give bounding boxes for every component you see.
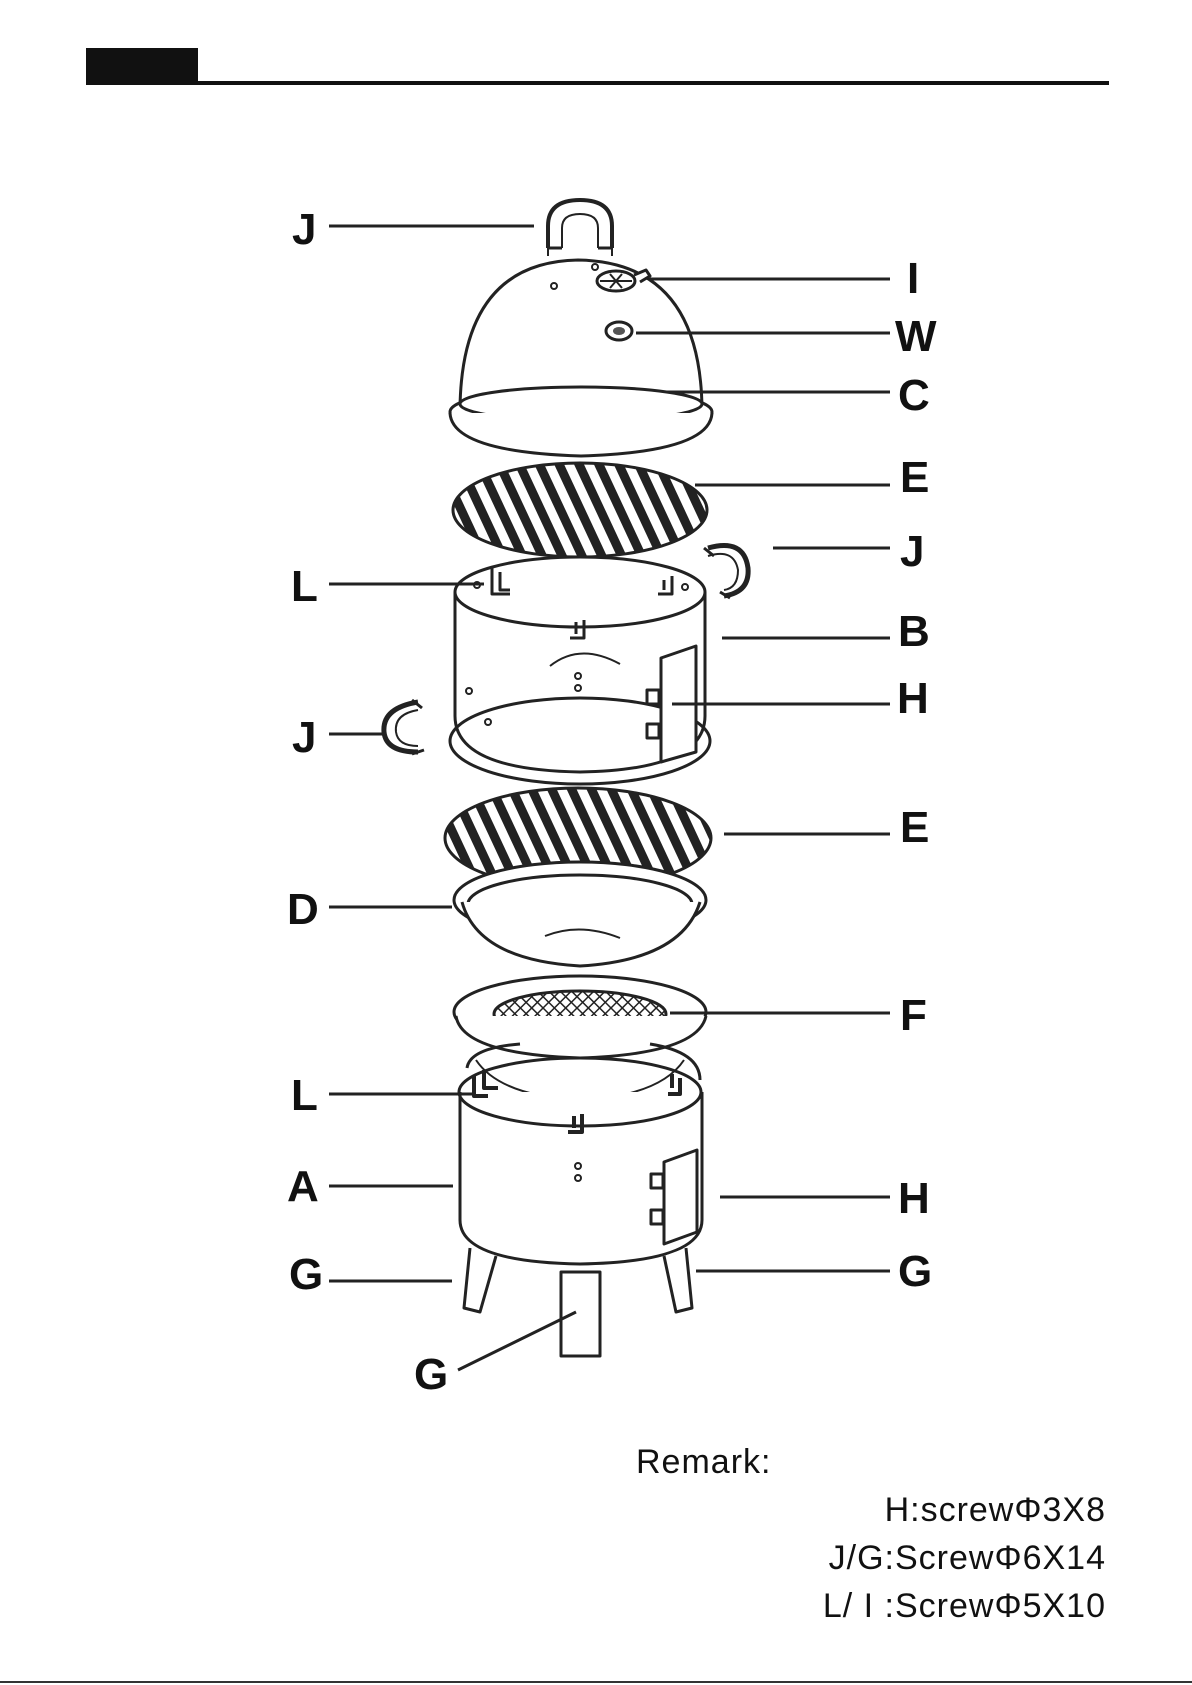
label-g-right: G [898,1247,932,1296]
label-d: D [287,885,319,934]
label-g-front: G [414,1350,448,1399]
label-b: B [898,607,930,656]
side-handle-left [384,700,424,754]
label-j-right: J [900,527,924,576]
label-w: W [895,312,937,361]
label-i: I [907,254,919,303]
label-e-bottom: E [900,803,929,852]
label-h-top: H [897,674,929,723]
remark-title: Remark: [636,1442,771,1482]
lid [450,260,712,456]
remark-line-jg: J/G:ScrewΦ6X14 [829,1538,1106,1578]
label-h-bottom: H [898,1174,930,1223]
label-a: A [287,1162,319,1211]
label-c: C [898,371,930,420]
label-l-bottom: L [291,1071,318,1120]
charcoal-grate-ring [454,976,706,1100]
top-handle [548,200,612,256]
side-handle-right [704,546,748,599]
label-g-left: G [289,1250,323,1299]
label-f: F [900,991,927,1040]
thermometer-w [606,322,632,340]
footer-rule [0,1681,1192,1683]
leg-right [664,1248,692,1312]
leg-left [464,1248,496,1312]
cooking-grate-top [453,463,707,557]
label-j-top: J [292,205,316,254]
label-e-top: E [900,453,929,502]
leg-front [561,1272,600,1356]
remark-line-li: L/ I :ScrewΦ5X10 [823,1586,1106,1626]
label-j-left: J [292,713,316,762]
remark-line-h: H:screwΦ3X8 [885,1490,1106,1530]
label-l-top: L [291,562,318,611]
water-pan [454,862,706,966]
